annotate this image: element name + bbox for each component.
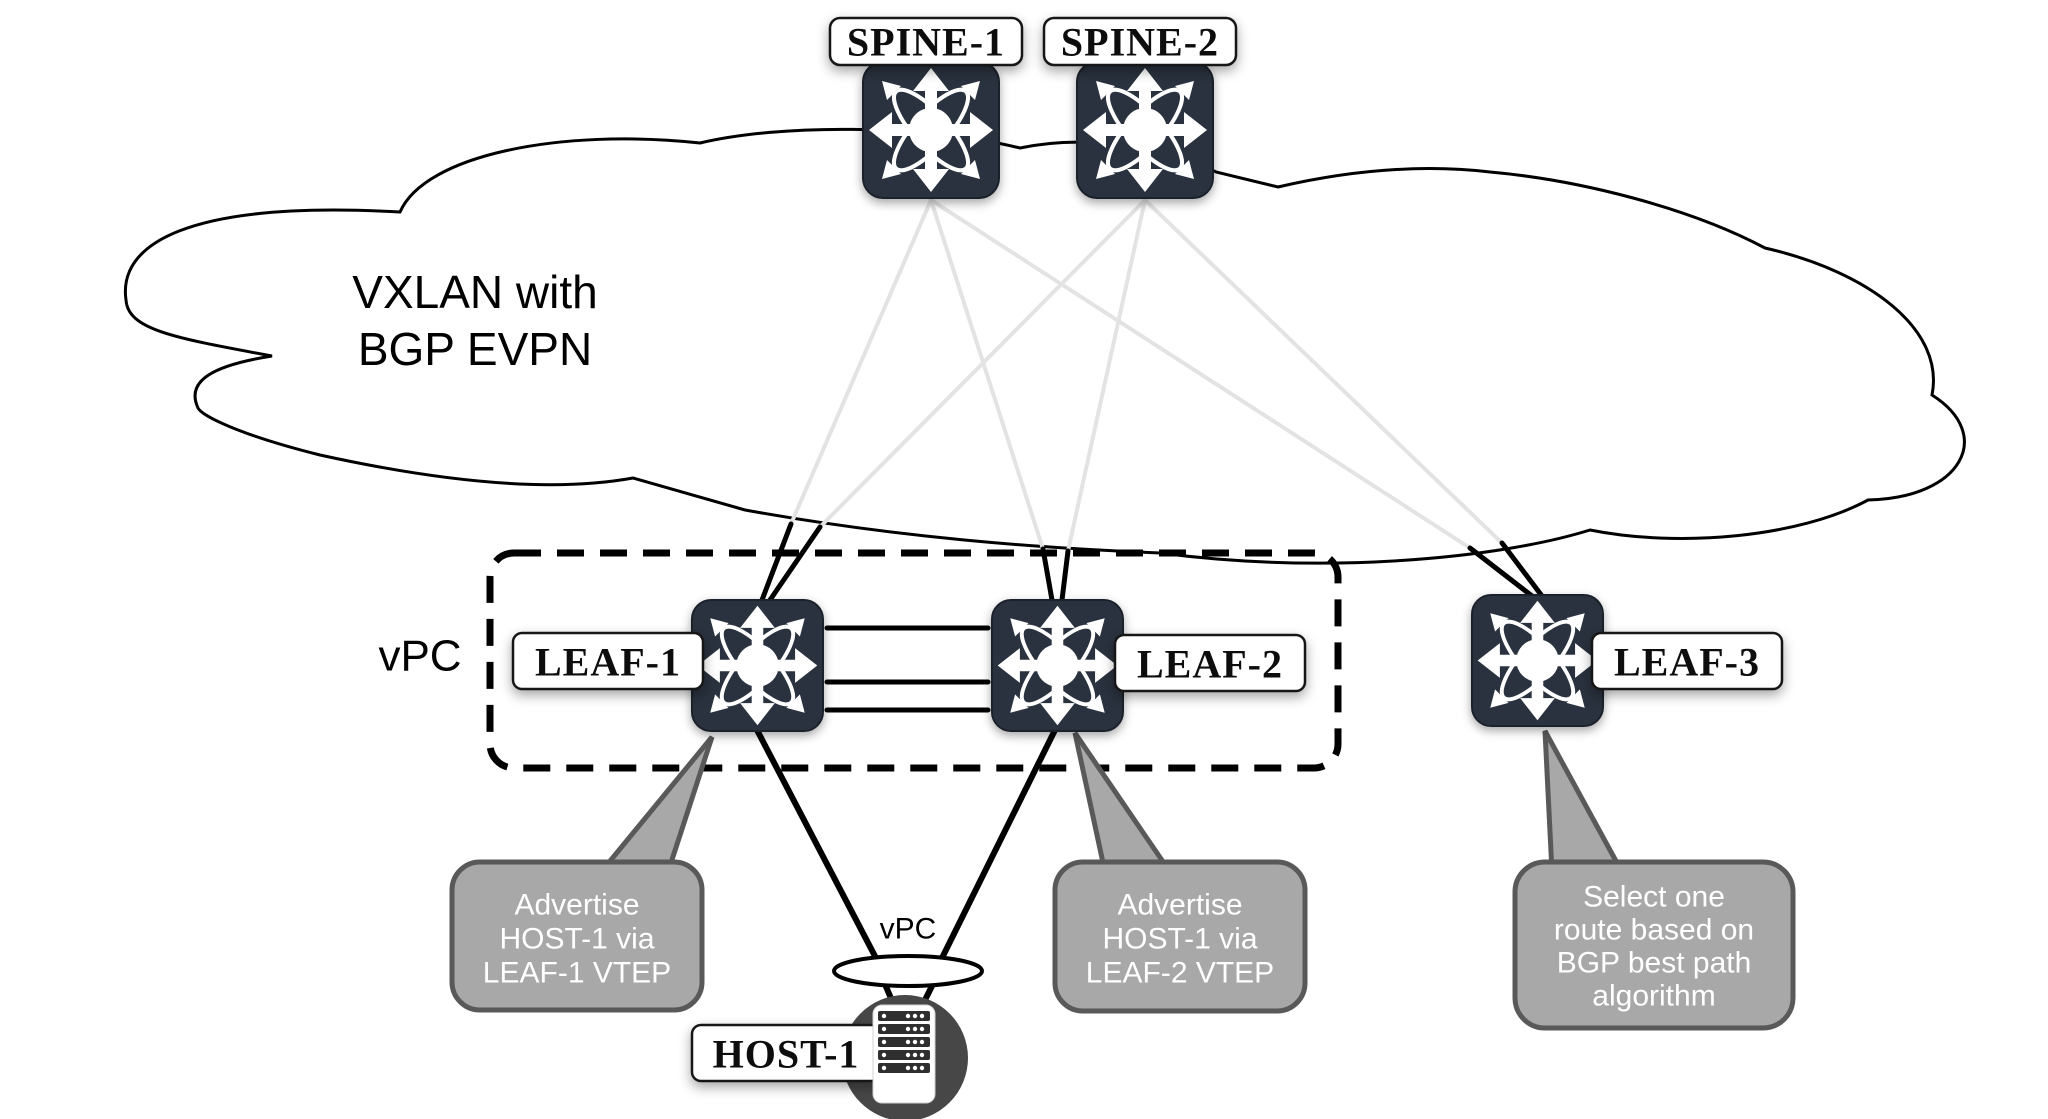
callout-leaf1-tail: [595, 735, 715, 875]
leaf3-label: LEAF-3: [1590, 631, 1784, 691]
spine2-label: SPINE-2: [1042, 16, 1238, 67]
server-slat-row: [878, 1063, 930, 1073]
callout-leaf3-bubble: [1512, 859, 1796, 1031]
leaf3-label-box: [1590, 631, 1784, 691]
leaf2-label-box: [1113, 633, 1307, 693]
leaf2-icon: [989, 597, 1125, 733]
leaf3-icon: [1469, 592, 1605, 728]
link-spine2-leaf3-drop: [1499, 540, 1545, 599]
link-spine1-leaf1-drop: [759, 521, 794, 603]
host1-label-text: HOST-1: [713, 1032, 860, 1077]
leaf1-icon: [689, 597, 825, 733]
server-slat-row: [878, 1024, 930, 1034]
cloud-label-line-1: VXLAN with: [352, 266, 597, 318]
callout-leaf2-bubble: [1052, 859, 1308, 1014]
spine2-label-box: [1042, 16, 1238, 67]
leaf3-label-text: LEAF-3: [1614, 640, 1760, 685]
link-leaf1-host: [754, 727, 880, 963]
link-spine2-leaf1-drop: [767, 524, 823, 603]
link-spine1-leaf3-drop: [1467, 545, 1535, 599]
link-spine1-leaf3-fabric: [929, 198, 1472, 550]
server-slat-row: [878, 1050, 930, 1060]
host1-server-icon: [872, 1004, 936, 1104]
callout-leaf1-text-line-2: HOST-1 via: [499, 923, 654, 956]
callout-leaf2-text-line-3: LEAF-2 VTEP: [1086, 957, 1274, 990]
vxlan-cloud: [123, 127, 1966, 565]
callout-leaf1-text-line-3: LEAF-1 VTEP: [483, 957, 671, 990]
callout-leaf2-text-line-1: Advertise: [1117, 889, 1242, 922]
link-spine2-leaf2-drop: [1059, 548, 1071, 603]
vpc-port-channel-label: vPC: [880, 913, 937, 946]
spine2-icon: [1075, 60, 1215, 200]
spine2-label-text: SPINE-2: [1061, 20, 1219, 65]
callout-leaf1-bubble: [449, 859, 705, 1013]
callout-leaf3: Select one route based on BGP best path …: [1512, 729, 1796, 1031]
leaf1-label: LEAF-1: [511, 631, 705, 691]
spine1-label: SPINE-1: [828, 16, 1024, 67]
link-spine1-leaf2-fabric: [929, 198, 1045, 551]
spine1-label-box: [828, 16, 1024, 67]
host1-label: HOST-1: [690, 1023, 882, 1083]
leaf1-label-box: [511, 631, 705, 691]
callout-leaf3-text-line-4: algorithm: [1592, 980, 1715, 1013]
link-leaf2-host: [938, 727, 1058, 963]
callout-leaf2: Advertise HOST-1 via LEAF-2 VTEP: [1052, 731, 1308, 1014]
callout-leaf3-text-line-1: Select one: [1583, 881, 1725, 914]
vpc-domain-box: [486, 549, 1342, 772]
leaf1-label-text: LEAF-1: [535, 640, 681, 685]
link-spine1-leaf1-fabric: [789, 198, 933, 526]
link-spine1-leaf2-drop: [1040, 546, 1055, 603]
leaf2-label: LEAF-2: [1113, 633, 1307, 693]
server-slat-row: [878, 1037, 930, 1047]
server-slat-row: [878, 1011, 930, 1021]
link-spine2-leaf3-fabric: [1143, 198, 1504, 545]
callout-leaf3-tail: [1542, 729, 1627, 875]
leaf2-label-text: LEAF-2: [1137, 642, 1283, 687]
cloud-label-line-2: BGP EVPN: [358, 323, 592, 375]
callout-leaf1-text-line-1: Advertise: [514, 889, 639, 922]
vpc-domain-label: vPC: [378, 632, 461, 681]
spine1-icon: [861, 60, 1001, 200]
link-spine2-leaf2-fabric: [1066, 198, 1147, 553]
callout-leaf3-text-line-3: BGP best path: [1557, 947, 1752, 980]
callout-leaf2-text-line-2: HOST-1 via: [1102, 923, 1257, 956]
vpc-port-channel-ellipse: [832, 954, 984, 988]
callout-leaf3-text-line-2: route based on: [1554, 914, 1754, 947]
spine1-label-text: SPINE-1: [847, 20, 1005, 65]
callout-leaf2-tail: [1072, 731, 1175, 875]
callout-leaf1: Advertise HOST-1 via LEAF-1 VTEP: [449, 735, 715, 1013]
